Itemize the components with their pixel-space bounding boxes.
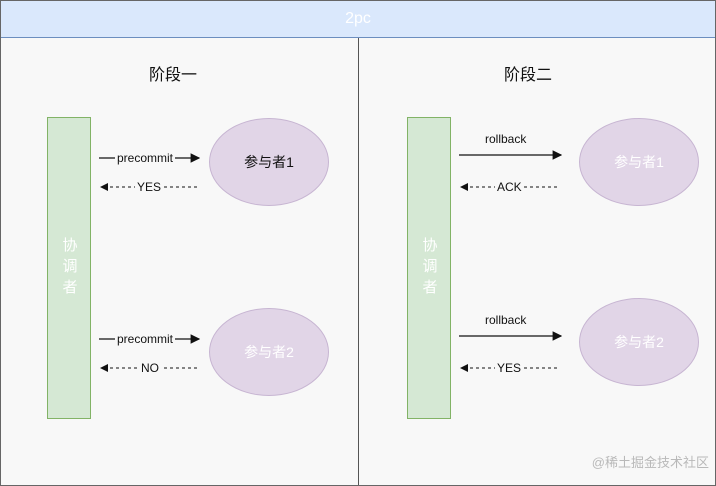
phase1-participant-1: 参与者1 <box>209 118 329 206</box>
phase2-participant-2-label: 参与者2 <box>614 334 664 350</box>
phase1-coordinator-label: 协调者 <box>60 236 78 300</box>
phase2-request-1-label: rollback <box>485 132 527 146</box>
diagram-title-bar: 2pc <box>1 1 715 38</box>
diagram-title: 2pc <box>345 10 371 27</box>
phase1-response-1-label: YES <box>135 180 164 194</box>
phase2-coordinator: 协调者 <box>407 117 451 419</box>
phase1-request-2-label: precommit <box>115 332 176 346</box>
phase1-title: 阶段一 <box>148 67 197 84</box>
phase2-participant-1-label: 参与者1 <box>614 154 664 170</box>
phase2-coordinator-label: 协调者 <box>420 236 438 300</box>
phase2-request-2-label: rollback <box>485 313 527 327</box>
phase1-participant-2-label: 参与者2 <box>244 344 294 360</box>
phase1-request-1-label: precommit <box>115 151 176 165</box>
phase1-participant-2: 参与者2 <box>209 308 329 396</box>
phase2-response-2-label: YES <box>495 361 524 375</box>
phase2-response-1-label: ACK <box>495 180 524 194</box>
phase1-response-2-label: NO <box>139 361 161 375</box>
phase2-participant-2: 参与者2 <box>579 298 699 386</box>
phase2-title: 阶段二 <box>503 67 552 84</box>
phase-divider <box>358 38 359 485</box>
phase2-participant-1: 参与者1 <box>579 118 699 206</box>
watermark: @稀土掘金技术社区 <box>591 455 709 470</box>
phase1-coordinator: 协调者 <box>47 117 91 419</box>
phase1-participant-1-label: 参与者1 <box>244 154 294 170</box>
